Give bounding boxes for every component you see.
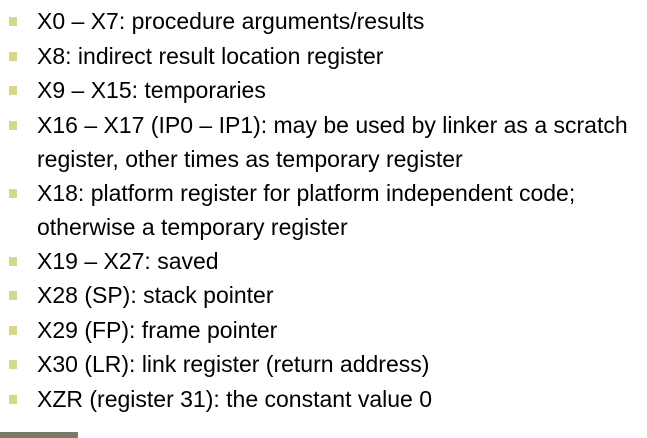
list-item-text: XZR (register 31): the constant value 0	[37, 385, 433, 412]
list-item-text: X16 – X17 (IP0 – IP1): may be used by li…	[37, 111, 628, 172]
list-item-text: X29 (FP): frame pointer	[37, 316, 278, 343]
list-item-text: X18: platform register for platform inde…	[37, 179, 576, 240]
list-item: X8: indirect result location register	[0, 39, 647, 74]
square-bullet-icon	[9, 360, 17, 369]
list-item-text: X30 (LR): link register (return address)	[37, 351, 430, 377]
square-bullet-icon	[9, 86, 17, 95]
list-item-text: X8: indirect result location register	[37, 42, 384, 69]
list-item: X9 – X15: temporaries	[0, 73, 647, 108]
list-item-text: X0 – X7: procedure arguments/results	[37, 8, 425, 34]
list-item: XZR (register 31): the constant value 0	[0, 382, 647, 417]
list-item: X28 (SP): stack pointer	[0, 278, 647, 313]
list-item: X0 – X7: procedure arguments/results	[0, 4, 647, 39]
square-bullet-icon	[9, 120, 17, 130]
list-item: X30 (LR): link register (return address)	[0, 347, 647, 382]
square-bullet-icon	[9, 188, 17, 198]
list-item-text: X28 (SP): stack pointer	[37, 282, 274, 308]
list-item: X29 (FP): frame pointer	[0, 313, 647, 348]
square-bullet-icon	[9, 325, 17, 335]
square-bullet-icon	[9, 51, 17, 61]
list-item-text: X9 – X15: temporaries	[37, 77, 266, 103]
square-bullet-icon	[9, 256, 17, 266]
list-item-text: X19 – X27: saved	[37, 247, 219, 274]
bottom-rule	[0, 432, 78, 438]
list-item: X19 – X27: saved	[0, 244, 647, 279]
square-bullet-icon	[9, 291, 17, 300]
register-list: X0 – X7: procedure arguments/results X8:…	[0, 4, 647, 416]
list-item: X18: platform register for platform inde…	[0, 176, 647, 244]
square-bullet-icon	[9, 394, 17, 404]
square-bullet-icon	[9, 17, 17, 26]
list-item: X16 – X17 (IP0 – IP1): may be used by li…	[0, 108, 647, 176]
